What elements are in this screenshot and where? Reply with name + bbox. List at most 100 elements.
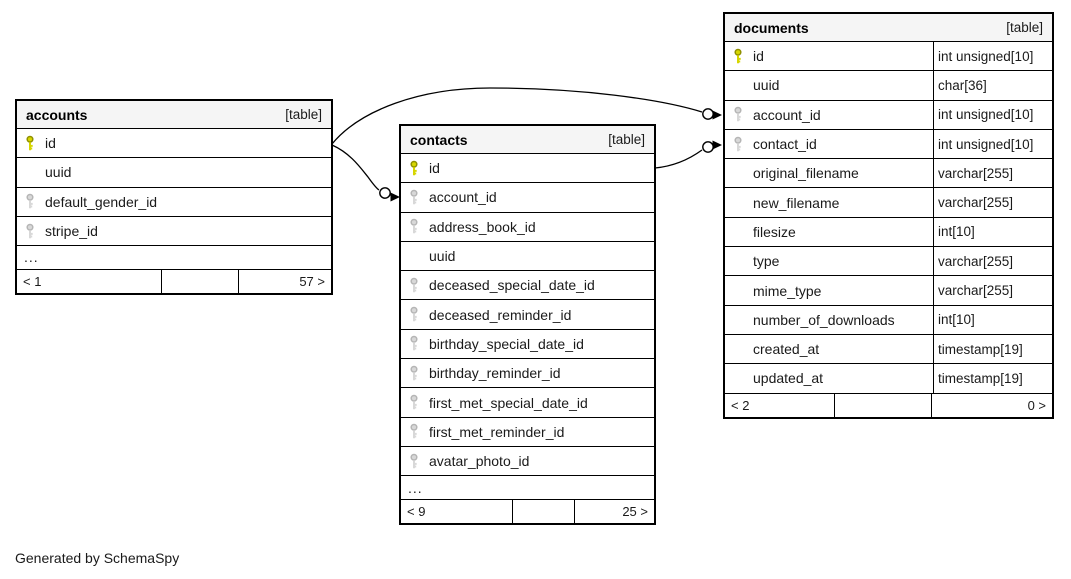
- column-row-birthday_reminder_id: birthday_reminder_id: [401, 359, 654, 389]
- column-row-account_id: account_id int unsigned[10]: [725, 100, 1052, 130]
- key-icon-slot: [733, 48, 743, 65]
- table-documents[interactable]: documents [table] id int unsigned[10] uu…: [723, 12, 1054, 419]
- column-name: uuid: [753, 77, 780, 94]
- column-name: id: [753, 48, 764, 65]
- footer-middle-cell: [835, 393, 932, 417]
- column-row-number_of_downloads: number_of_downloads int[10]: [725, 305, 1052, 335]
- fk-arrowhead: [712, 140, 722, 150]
- key-icon-slot: [409, 365, 419, 382]
- column-row-new_filename: new_filename varchar[255]: [725, 188, 1052, 218]
- column-name-cell: avatar_photo_id: [401, 447, 654, 475]
- footer-parents-count: < 9: [401, 499, 513, 523]
- column-row-created_at: created_at timestamp[19]: [725, 334, 1052, 365]
- column-name: uuid: [429, 248, 456, 265]
- key-icon-slot: [733, 136, 743, 153]
- column-name-cell: birthday_reminder_id: [401, 359, 654, 387]
- column-name-cell: filesize: [725, 218, 933, 246]
- column-name-cell: contact_id: [725, 130, 933, 158]
- footer-children-count: 57 >: [299, 273, 325, 289]
- table-rows: id uuid default_gender_id stripe_id: [17, 129, 331, 247]
- column-name-cell: id: [17, 129, 331, 157]
- column-row-updated_at: updated_at timestamp[19]: [725, 364, 1052, 394]
- relationship-accounts-id-to-contacts-account_id: [331, 144, 400, 202]
- collapsed-columns-row: ...: [17, 246, 331, 270]
- footer-children-count: 25 >: [622, 503, 648, 519]
- key-icon-slot: [409, 160, 419, 177]
- column-type: timestamp[19]: [933, 334, 1052, 364]
- column-name: type: [753, 253, 780, 270]
- key-icon-slot: [25, 193, 35, 210]
- column-row-account_id: account_id: [401, 183, 654, 213]
- foreign-key-icon: [26, 193, 34, 209]
- table-rows: id account_id address_book_id uuid decea…: [401, 154, 654, 477]
- column-type: varchar[255]: [933, 247, 1052, 276]
- column-name-cell: created_at: [725, 335, 933, 363]
- column-name: id: [429, 160, 440, 177]
- foreign-key-icon: [410, 306, 418, 322]
- table-tag: [table]: [1006, 20, 1043, 35]
- column-name-cell: default_gender_id: [17, 188, 331, 216]
- column-name: address_book_id: [429, 218, 536, 235]
- table-accounts[interactable]: accounts [table] id uuid default_gender_…: [15, 99, 333, 295]
- column-name-cell: uuid: [17, 158, 331, 186]
- footer-parents-count: < 1: [17, 269, 162, 293]
- table-footer: < 2 0 >: [725, 393, 1052, 417]
- column-name: birthday_reminder_id: [429, 365, 561, 382]
- column-name: avatar_photo_id: [429, 453, 530, 470]
- column-name: original_filename: [753, 165, 859, 182]
- column-type: int unsigned[10]: [933, 42, 1052, 71]
- table-tag: [table]: [608, 132, 645, 147]
- column-type: int unsigned[10]: [933, 100, 1052, 129]
- column-name-cell: mime_type: [725, 276, 933, 304]
- key-icon-slot: [409, 306, 419, 323]
- table-footer: < 1 57 >: [17, 269, 331, 293]
- key-icon-slot: [733, 106, 743, 123]
- key-icon-slot: [409, 423, 419, 440]
- column-name-cell: uuid: [401, 242, 654, 270]
- key-icon-slot: [409, 189, 419, 206]
- table-name: documents: [734, 19, 809, 36]
- column-name: created_at: [753, 341, 820, 358]
- key-icon-slot: [409, 277, 419, 294]
- zero-or-many-circle: [702, 108, 714, 120]
- column-name-cell: birthday_special_date_id: [401, 330, 654, 358]
- column-name: first_met_special_date_id: [429, 394, 588, 411]
- column-name: contact_id: [753, 136, 817, 153]
- column-name-cell: updated_at: [725, 364, 933, 392]
- primary-key-icon: [26, 135, 34, 150]
- foreign-key-icon: [410, 365, 418, 381]
- table-rows: id int unsigned[10] uuid char[36] accoun…: [725, 42, 1052, 394]
- column-row-id: id: [17, 129, 331, 159]
- key-icon-slot: [409, 453, 419, 470]
- table-name: contacts: [410, 131, 468, 148]
- column-row-first_met_reminder_id: first_met_reminder_id: [401, 417, 654, 447]
- foreign-key-icon: [410, 189, 418, 205]
- column-type: varchar[255]: [933, 188, 1052, 217]
- column-row-original_filename: original_filename varchar[255]: [725, 159, 1052, 189]
- column-name: uuid: [45, 164, 72, 181]
- table-contacts[interactable]: contacts [table] id account_id address_b…: [399, 124, 656, 525]
- column-name: number_of_downloads: [753, 311, 895, 328]
- column-row-birthday_special_date_id: birthday_special_date_id: [401, 329, 654, 360]
- foreign-key-icon: [410, 277, 418, 293]
- column-type: varchar[255]: [933, 159, 1052, 188]
- column-name: filesize: [753, 223, 796, 240]
- column-type: int unsigned[10]: [933, 129, 1052, 159]
- column-name: account_id: [429, 189, 497, 206]
- column-name-cell: uuid: [725, 71, 933, 99]
- column-type: int[10]: [933, 305, 1052, 334]
- column-type: char[36]: [933, 71, 1052, 100]
- column-name: default_gender_id: [45, 193, 158, 210]
- column-type: int[10]: [933, 217, 1052, 247]
- column-name-cell: id: [725, 42, 933, 70]
- column-name: deceased_reminder_id: [429, 306, 572, 323]
- column-row-deceased_special_date_id: deceased_special_date_id: [401, 271, 654, 301]
- footer-middle-cell: [162, 269, 239, 293]
- column-name-cell: address_book_id: [401, 213, 654, 241]
- primary-key-icon: [734, 48, 742, 63]
- collapsed-columns-row: ...: [401, 476, 654, 500]
- column-name: deceased_special_date_id: [429, 277, 595, 294]
- foreign-key-icon: [26, 223, 34, 238]
- column-row-first_met_special_date_id: first_met_special_date_id: [401, 388, 654, 418]
